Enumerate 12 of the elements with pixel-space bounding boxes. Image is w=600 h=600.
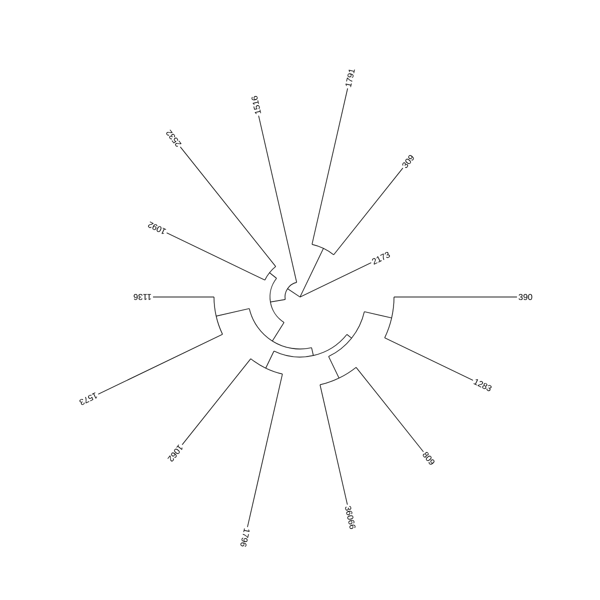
tip-label: 36066 bbox=[345, 506, 356, 529]
tip-label: 1092 bbox=[148, 222, 166, 234]
tip-label: 1136 bbox=[134, 294, 151, 300]
tip-label: 1796 bbox=[240, 528, 250, 547]
tip-label: 2173 bbox=[372, 252, 390, 265]
tip-label: 309 bbox=[402, 155, 414, 168]
tip-label: 390 bbox=[518, 294, 532, 300]
tip-label: 1283 bbox=[474, 379, 492, 392]
tip-label: 1791 bbox=[346, 70, 355, 88]
tip-label: 1573 bbox=[80, 392, 98, 405]
tip-label: 1516 bbox=[252, 96, 262, 114]
tip-label: 809 bbox=[422, 452, 434, 465]
